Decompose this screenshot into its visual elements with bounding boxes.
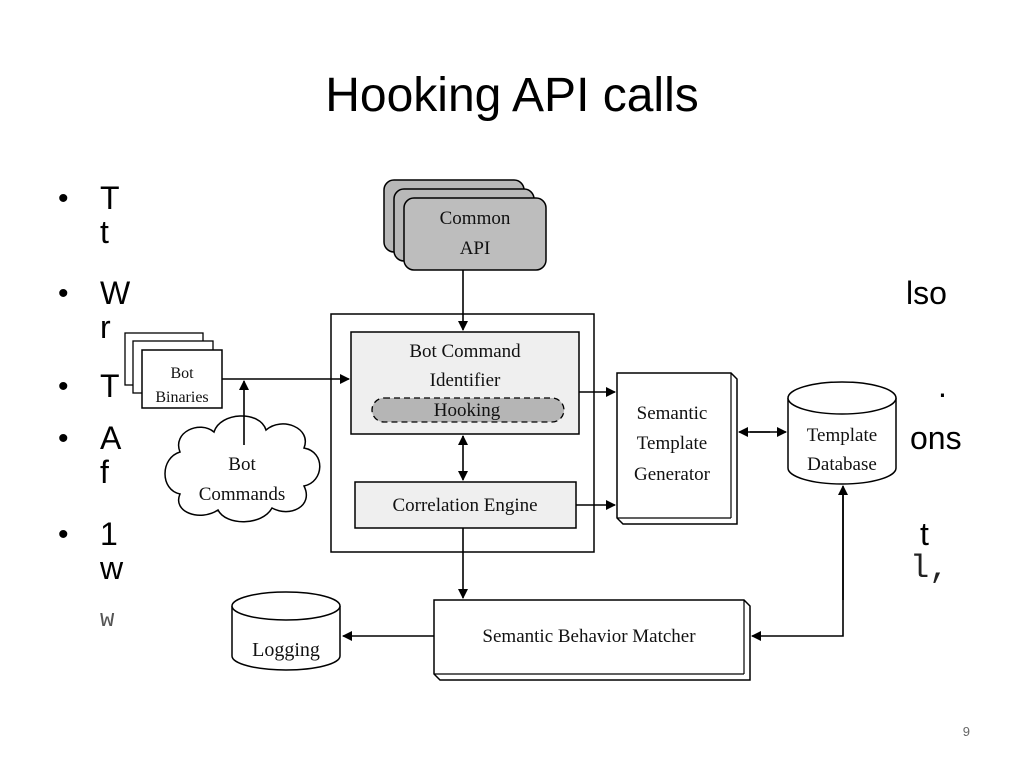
bullet-text-left: 1 — [100, 516, 118, 552]
bullet-text-left: W — [100, 275, 131, 311]
hooking-node — [371, 397, 565, 423]
logging-node: Logging — [231, 591, 341, 671]
page-number: 9 — [962, 724, 970, 739]
bullet-text-left: T — [100, 368, 120, 404]
bullet-text-right: . — [938, 368, 947, 404]
bot-command-identifier-label-2: Identifier — [430, 370, 501, 391]
slide-title: Hooking API calls — [325, 69, 699, 122]
hooking-label: Hooking — [434, 400, 501, 421]
bullet-text-left: A — [100, 420, 122, 456]
bullet-text-right: t — [920, 516, 929, 552]
bullet-text-left-line2: r — [100, 309, 111, 345]
bot-binaries-label-1: Bot — [170, 365, 194, 382]
bullet-dot: • — [58, 518, 69, 551]
bullet-text-left-line2: f — [100, 454, 109, 490]
common-api-node: Common API — [383, 179, 547, 271]
template-database-label-1: Template — [807, 425, 877, 446]
diagram-connectors — [222, 270, 848, 641]
bot-command-identifier-label-1: Bot Command — [409, 341, 521, 362]
bot-command-identifier-node: Bot Command Identifier Hooking — [350, 331, 580, 435]
bot-commands-label-2: Commands — [199, 484, 286, 505]
bot-commands-node: Bot Commands — [164, 415, 321, 523]
bullet-text-left: T — [100, 180, 120, 216]
template-database-node: Template Database — [787, 381, 897, 485]
bullet-dot: • — [58, 182, 69, 215]
bullet-text-right-line2: l, — [910, 550, 949, 587]
common-api-label-1: Common — [440, 208, 511, 229]
semantic-behavior-matcher-label: Semantic Behavior Matcher — [482, 626, 696, 647]
bullet-dot: • — [58, 422, 69, 455]
bullet-text-right: ons — [910, 420, 962, 456]
common-api-label-2: API — [460, 238, 491, 259]
bullet-text-right: lso — [906, 275, 947, 311]
bullet-text-left-line2: w — [100, 550, 124, 586]
bullet-text-left-line2: t — [100, 214, 109, 250]
semantic-behavior-matcher-node: Semantic Behavior Matcher — [433, 599, 751, 681]
semantic-template-generator-label-3: Generator — [634, 464, 711, 485]
correlation-engine-label: Correlation Engine — [392, 495, 537, 516]
bullet-dot: • — [58, 370, 69, 403]
logging-label: Logging — [252, 639, 320, 661]
bot-binaries-node: Bot Binaries — [124, 332, 223, 409]
bullet-dot: • — [58, 277, 69, 310]
template-database-label-2: Database — [807, 454, 877, 475]
correlation-engine-node: Correlation Engine — [354, 481, 577, 529]
semantic-template-generator-node: Semantic Template Generator — [616, 372, 738, 525]
bot-binaries-label-2: Binaries — [155, 389, 208, 406]
bot-commands-label-1: Bot — [228, 454, 256, 475]
arrow-database-to-matcher — [751, 488, 844, 641]
semantic-template-generator-label-2: Template — [637, 433, 707, 454]
bullet-text-mono-tail: w — [100, 607, 115, 634]
semantic-template-generator-label-1: Semantic — [637, 403, 708, 424]
